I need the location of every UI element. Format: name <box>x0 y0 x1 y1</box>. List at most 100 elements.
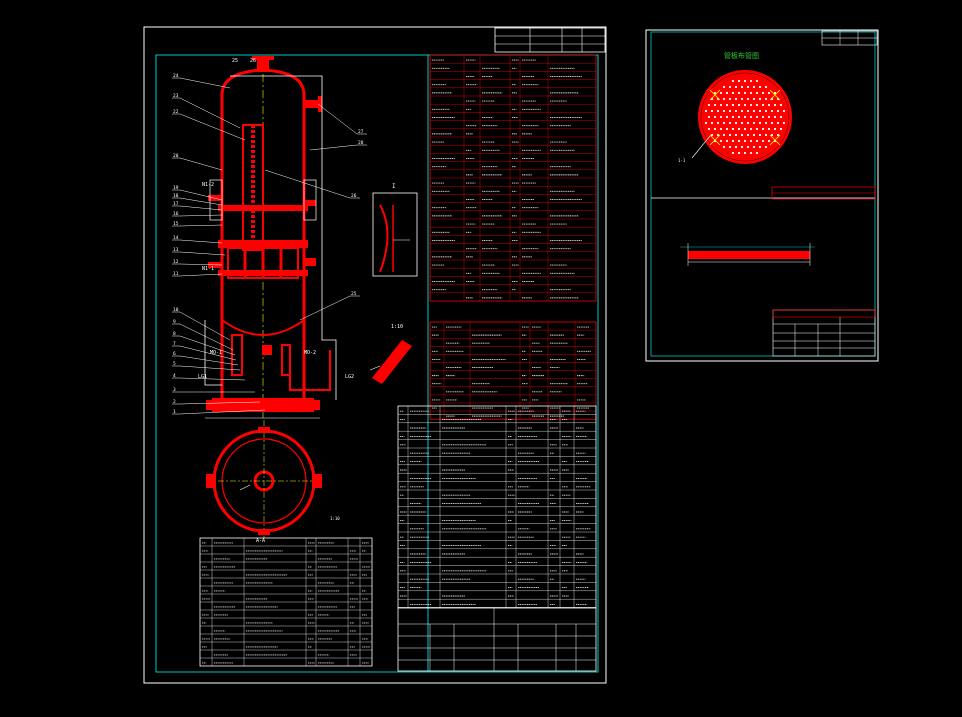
tube-hole <box>737 115 741 119</box>
callout-number: 13 <box>173 247 179 253</box>
top-callout: 26 <box>250 58 256 64</box>
callout-leader <box>179 345 237 361</box>
callout-number: 4 <box>173 373 176 379</box>
callout-number: 16 <box>173 211 179 217</box>
tube-hole <box>737 139 741 143</box>
tube-hole <box>761 127 765 131</box>
tube-hole <box>761 115 765 119</box>
callout-number: 3 <box>173 387 176 393</box>
tube-hole <box>713 103 717 107</box>
tube-hole <box>719 127 723 131</box>
nozzle-label: N1-1 <box>202 266 214 272</box>
callout-leader <box>179 377 246 381</box>
callout-number: 11 <box>173 271 179 277</box>
nozzle-label: LG2 <box>345 374 354 380</box>
callout-leader <box>179 409 266 415</box>
tube-hole <box>764 109 768 113</box>
tube-hole <box>716 109 720 113</box>
tube-hole <box>719 103 723 107</box>
tube-hole <box>725 115 729 119</box>
callout-number: 14 <box>173 235 179 241</box>
callout-leader <box>179 365 241 371</box>
tube-hole <box>707 127 711 131</box>
tube-hole <box>749 91 753 95</box>
callout-number: 22 <box>173 109 179 115</box>
tube-hole <box>734 133 738 137</box>
callout-leader <box>179 263 223 266</box>
side-nozzle-left <box>208 195 222 201</box>
tube-hole <box>779 115 783 119</box>
top-title-block <box>494 27 606 53</box>
tube-hole <box>740 109 744 113</box>
callout-number: 19 <box>173 185 179 191</box>
nozzle-table <box>429 321 597 420</box>
tie-rod-mark <box>769 89 781 101</box>
tube-hole <box>734 121 738 125</box>
parts-list-left <box>199 537 373 667</box>
tube-hole <box>755 103 759 107</box>
tube-hole <box>749 79 753 83</box>
tube-hole <box>779 127 783 131</box>
tube-hole <box>725 127 729 131</box>
tube-hole <box>722 121 726 125</box>
tube-hole <box>728 85 732 89</box>
tube-hole <box>746 97 750 101</box>
tube-hole <box>734 109 738 113</box>
callout-leader <box>179 214 223 217</box>
tube-hole <box>743 79 747 83</box>
tube-hole <box>740 145 744 149</box>
tube-hole <box>764 85 768 89</box>
tube-hole <box>776 121 780 125</box>
tube-hole <box>743 139 747 143</box>
tie-rod-mark <box>709 89 721 101</box>
main-title-block <box>397 607 597 672</box>
callout-leader <box>317 103 358 135</box>
svg-text:1:10: 1:10 <box>391 324 403 330</box>
tube-hole <box>740 85 744 89</box>
tube-hole <box>710 121 714 125</box>
tube-hole <box>728 133 732 137</box>
callout-number: 24 <box>173 73 179 79</box>
tube-hole <box>770 109 774 113</box>
tube-hole <box>731 91 735 95</box>
tube-hole <box>767 91 771 95</box>
tube-hole <box>773 91 777 95</box>
callout-leader <box>179 239 223 244</box>
tube-hole <box>722 85 726 89</box>
tube-hole <box>743 127 747 131</box>
nozzle-label: MO-2 <box>304 350 316 356</box>
tube-hole <box>758 145 762 149</box>
tube-hole <box>734 97 738 101</box>
callout-number: 8 <box>173 331 176 337</box>
side-nozzle-upper <box>304 100 318 108</box>
callout-leader <box>179 311 231 341</box>
tube-hole <box>773 127 777 131</box>
bottom-plan-view: A-A 1:10 <box>206 420 340 544</box>
tube-hole <box>776 133 780 137</box>
tube-hole <box>746 121 750 125</box>
tube-hole <box>719 115 723 119</box>
callout-leader <box>299 295 351 321</box>
detail-weld: 1:10 <box>369 324 412 384</box>
tube-hole <box>767 139 771 143</box>
tube-hole <box>749 115 753 119</box>
tube-hole <box>734 145 738 149</box>
tube-hole <box>755 127 759 131</box>
tube-hole <box>743 91 747 95</box>
tube-hole <box>770 133 774 137</box>
tube-hole <box>731 151 735 155</box>
tube-hole <box>731 127 735 131</box>
tube-hole <box>719 139 723 143</box>
tube-hole <box>764 145 768 149</box>
technical-data-table <box>429 54 597 302</box>
callout-leader <box>179 205 223 211</box>
tube-hole <box>758 133 762 137</box>
detail-view-i: I <box>372 183 418 277</box>
scale-note: 1:10 <box>330 516 340 521</box>
tube-hole <box>725 103 729 107</box>
tube-layout-title: 管板布管图 <box>724 51 759 60</box>
tube-hole <box>740 133 744 137</box>
tube-hole <box>737 127 741 131</box>
tie-rod-mark <box>709 134 721 146</box>
section-caption: A-A <box>256 538 265 544</box>
